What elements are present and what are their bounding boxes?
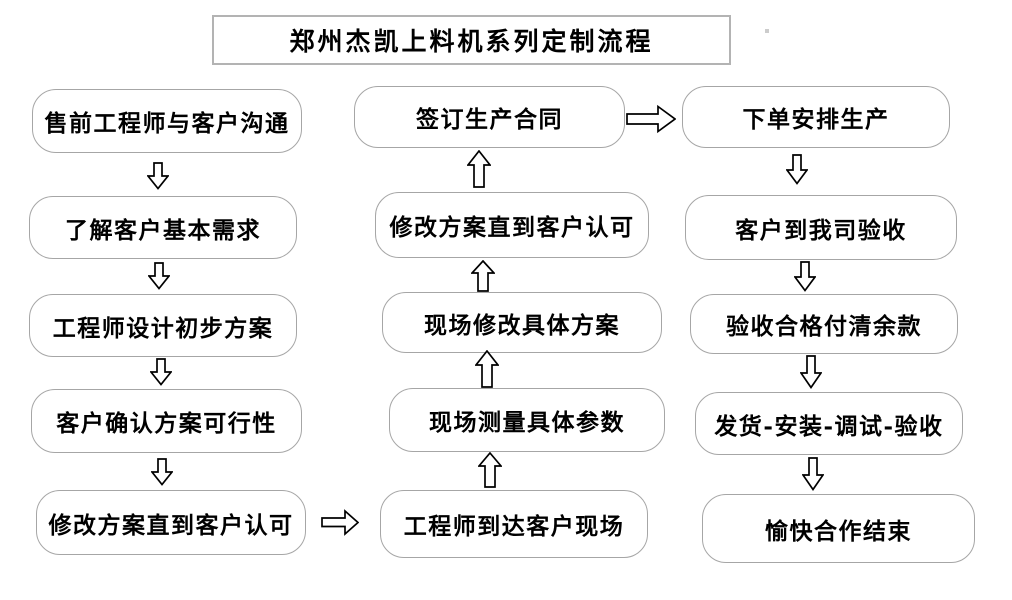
step-middle-2: 修改方案直到客户认可	[375, 192, 649, 258]
page-title: 郑州杰凯上料机系列定制流程	[289, 27, 654, 56]
step-middle-1: 签订生产合同	[354, 86, 625, 148]
step-middle-3: 现场修改具体方案	[382, 292, 662, 353]
down-arrow-icon	[800, 355, 822, 389]
step-left-4: 客户确认方案可行性	[31, 389, 302, 453]
step-middle-5: 工程师到达客户现场	[380, 490, 648, 558]
down-arrow-icon	[786, 154, 808, 185]
up-arrow-icon	[467, 150, 491, 188]
step-middle-4: 现场测量具体参数	[389, 388, 665, 452]
down-arrow-icon	[802, 457, 824, 491]
right-arrow-icon	[321, 509, 359, 536]
step-left-1: 售前工程师与客户沟通	[32, 89, 302, 153]
up-arrow-icon	[471, 260, 495, 292]
step-left-5: 修改方案直到客户认可	[36, 490, 306, 555]
step-left-2: 了解客户基本需求	[29, 196, 297, 259]
down-arrow-icon	[150, 358, 172, 386]
step-left-3: 工程师设计初步方案	[29, 294, 297, 357]
step-right-1: 下单安排生产	[682, 86, 950, 148]
right-arrow-icon	[626, 104, 676, 134]
step-right-3: 验收合格付清余款	[690, 294, 958, 354]
artifact-dot	[765, 29, 769, 33]
down-arrow-icon	[148, 262, 170, 290]
up-arrow-icon	[475, 350, 499, 388]
down-arrow-icon	[147, 162, 169, 190]
title-box: 郑州杰凯上料机系列定制流程	[212, 15, 731, 65]
step-right-2: 客户到我司验收	[685, 195, 957, 260]
step-right-5: 愉快合作结束	[702, 494, 975, 563]
down-arrow-icon	[794, 261, 816, 292]
step-right-4: 发货-安装-调试-验收	[695, 392, 963, 455]
up-arrow-icon	[478, 452, 502, 488]
down-arrow-icon	[151, 458, 173, 486]
